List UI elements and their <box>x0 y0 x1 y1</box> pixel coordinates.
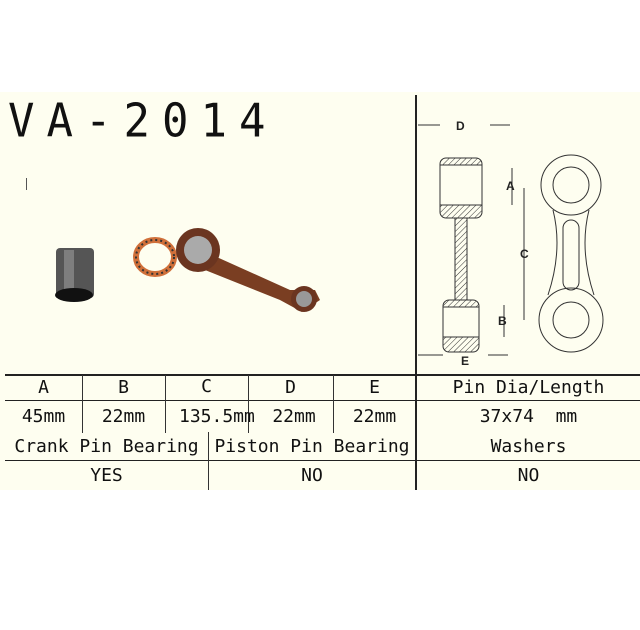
needle-bearing-image <box>133 237 177 277</box>
dimension-diagram: D A C B E <box>418 119 604 368</box>
value-d: 22mm <box>272 406 316 427</box>
header-pin: Pin Dia/Length <box>452 377 605 398</box>
header-piston-pin-bearing: Piston Pin Bearing <box>214 435 410 457</box>
label-c: C <box>520 247 529 261</box>
value-e: 22mm <box>352 406 397 427</box>
product-photo <box>55 228 320 312</box>
divider <box>5 400 640 401</box>
part-number-title: VA-2014 <box>8 94 278 149</box>
header-e: E <box>369 377 380 398</box>
piston-pin-image <box>55 248 94 302</box>
vertical-divider <box>415 95 417 490</box>
value-washers: NO <box>517 465 540 486</box>
value-pin: 37x74 mm <box>479 406 578 427</box>
divider <box>5 460 640 461</box>
value-c: 135.5mm <box>179 406 255 427</box>
label-d: D <box>456 119 465 133</box>
value-crank-pin-bearing: YES <box>90 465 123 486</box>
value-a: 45mm <box>21 406 66 427</box>
cursor-mark <box>26 178 27 190</box>
label-b: B <box>498 314 507 328</box>
value-b: 22mm <box>101 406 146 427</box>
divider <box>5 374 640 376</box>
header-a: A <box>38 377 49 398</box>
header-washers: Washers <box>490 435 567 457</box>
header-c: C <box>201 375 212 397</box>
connecting-rod-image <box>176 228 320 312</box>
label-a: A <box>506 179 515 193</box>
label-e: E <box>461 354 469 368</box>
header-d: D <box>285 377 296 398</box>
header-b: B <box>118 377 129 398</box>
header-crank-pin-bearing: Crank Pin Bearing <box>14 435 199 457</box>
value-piston-pin-bearing: NO <box>301 465 323 486</box>
product-panel <box>0 92 640 490</box>
